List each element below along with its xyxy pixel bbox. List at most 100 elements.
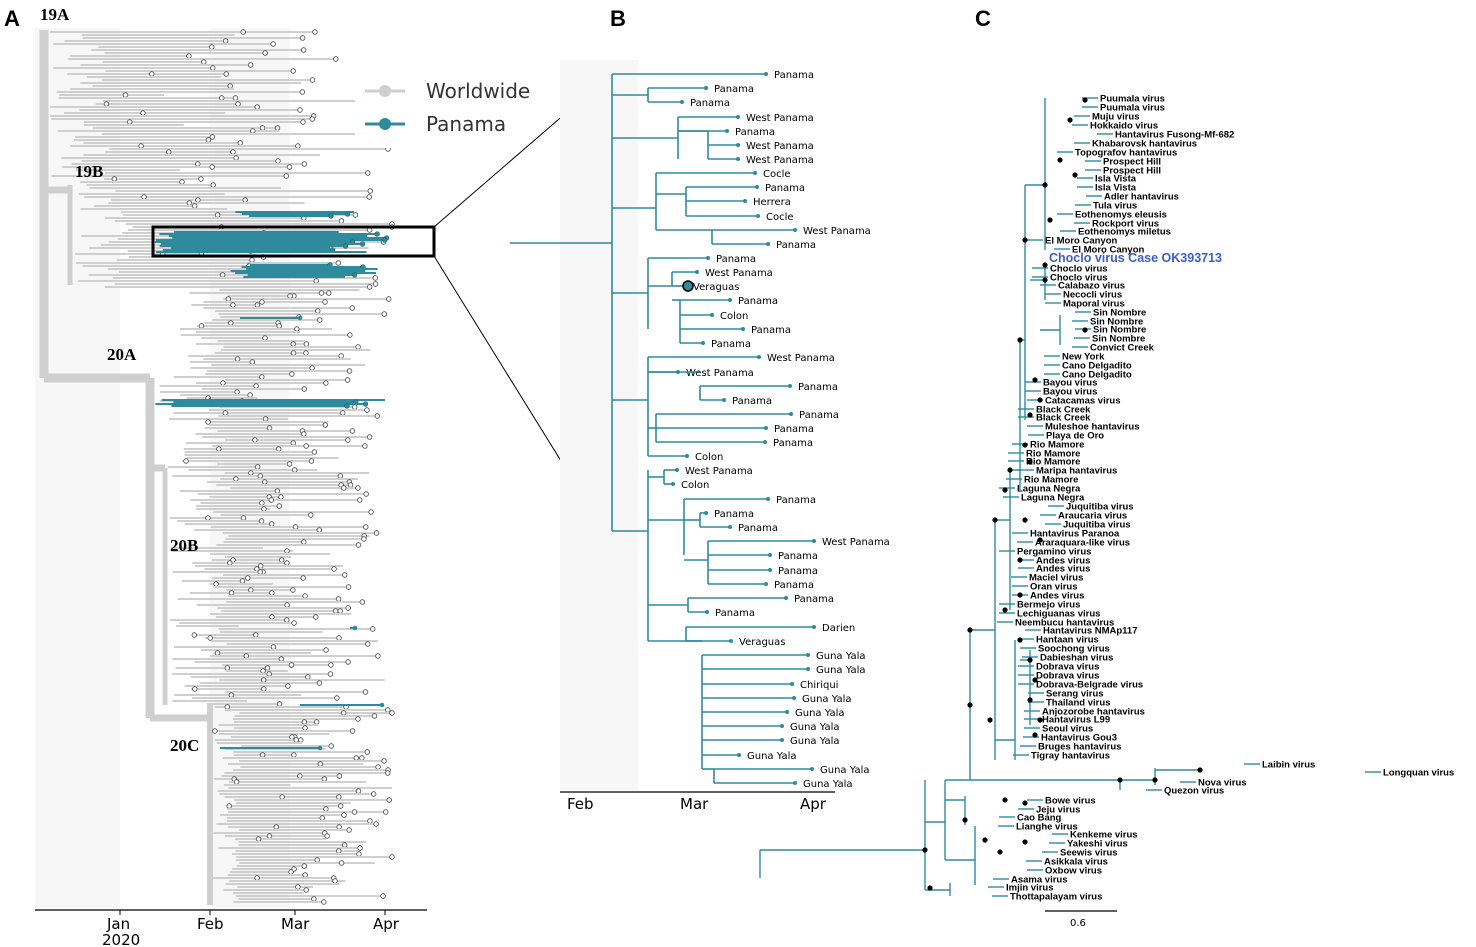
worldwide-tip bbox=[366, 284, 373, 290]
worldwide-tip bbox=[325, 290, 332, 296]
leaf-label: Hantaan virus bbox=[1036, 635, 1099, 646]
legend-marker-panama bbox=[379, 118, 391, 130]
worldwide-tip bbox=[302, 593, 308, 599]
leaf-label: Araucaria virus bbox=[1058, 511, 1127, 522]
tip-marker bbox=[755, 185, 759, 189]
worldwide-tip bbox=[138, 143, 144, 149]
support-node bbox=[1002, 607, 1008, 613]
leaf-label: Bayou virus bbox=[1043, 387, 1097, 398]
leaf-label: Colon bbox=[681, 480, 709, 491]
leaf-label: Dobrava virus bbox=[1036, 662, 1099, 673]
worldwide-tip bbox=[338, 860, 345, 866]
worldwide-tip bbox=[300, 47, 307, 53]
worldwide-tip bbox=[286, 164, 293, 170]
worldwide-tip bbox=[213, 581, 219, 587]
worldwide-tip bbox=[247, 392, 253, 398]
tip-marker bbox=[806, 653, 810, 657]
scale-bar-label: 0.6 bbox=[1070, 918, 1086, 929]
worldwide-tip bbox=[364, 749, 371, 755]
leaf-label: Andes virus bbox=[1030, 591, 1084, 602]
worldwide-tip bbox=[305, 674, 311, 680]
tip-marker bbox=[764, 582, 768, 586]
worldwide-tip bbox=[301, 431, 307, 437]
leaf-label: Rio Mamore bbox=[1026, 449, 1080, 460]
x-tick-label-mar: Mar bbox=[680, 795, 709, 813]
support-node bbox=[1152, 777, 1158, 783]
leaf-label: Muju virus bbox=[1092, 112, 1140, 123]
worldwide-tip bbox=[337, 608, 343, 614]
support-node bbox=[1022, 237, 1028, 243]
worldwide-tip bbox=[212, 728, 218, 734]
worldwide-tip bbox=[259, 125, 266, 131]
worldwide-tip bbox=[359, 599, 366, 605]
leaf-label: Panama bbox=[773, 438, 813, 449]
leaf-label: Soochong virus bbox=[1038, 644, 1110, 655]
worldwide-tip bbox=[323, 806, 329, 812]
clade-label-20a: 20A bbox=[107, 345, 137, 364]
worldwide-tip bbox=[205, 515, 211, 521]
leaf-label: Quezon virus bbox=[1164, 786, 1224, 797]
worldwide-tip bbox=[322, 299, 328, 305]
legend-label-worldwide: Worldwide bbox=[426, 79, 530, 103]
worldwide-tip bbox=[309, 77, 316, 83]
worldwide-tip bbox=[311, 896, 317, 902]
worldwide-tip bbox=[269, 590, 275, 596]
worldwide-tip bbox=[260, 668, 266, 674]
leaf-label: Puumala virus bbox=[1100, 94, 1165, 105]
worldwide-tip bbox=[357, 497, 363, 503]
leaf-label: Rockport virus bbox=[1092, 219, 1159, 230]
worldwide-tip bbox=[335, 596, 342, 602]
worldwide-tip bbox=[345, 437, 351, 443]
panama-lineages bbox=[155, 211, 390, 751]
tip-marker bbox=[785, 710, 789, 714]
leaf-label: Eothenomys eleusis bbox=[1075, 210, 1167, 221]
support-node bbox=[982, 837, 988, 843]
worldwide-tip bbox=[349, 305, 355, 311]
worldwide-tip bbox=[228, 590, 235, 596]
worldwide-tip bbox=[270, 644, 277, 650]
worldwide-tip bbox=[302, 725, 308, 731]
leaf-label: Panama bbox=[776, 240, 816, 251]
worldwide-tip bbox=[290, 68, 296, 74]
worldwide-tip bbox=[234, 356, 241, 362]
leaf-label: Choclo virus bbox=[1050, 264, 1108, 275]
worldwide-tip bbox=[383, 809, 389, 815]
support-node bbox=[1042, 182, 1048, 188]
worldwide-tip bbox=[301, 161, 308, 167]
leaf-label: West Panama bbox=[746, 141, 814, 152]
panama-tip bbox=[345, 211, 351, 217]
worldwide-tip bbox=[309, 116, 315, 122]
tip-marker bbox=[768, 568, 772, 572]
worldwide-tip bbox=[253, 383, 259, 389]
worldwide-tip bbox=[249, 257, 255, 263]
worldwide-tip bbox=[261, 506, 267, 512]
worldwide-tip bbox=[230, 302, 236, 308]
worldwide-tip bbox=[266, 671, 272, 677]
panama-tip bbox=[352, 272, 358, 278]
leaf-label: Laibin virus bbox=[1262, 760, 1315, 771]
worldwide-tip bbox=[297, 107, 303, 113]
leaf-label: Laguna Negra bbox=[1021, 493, 1085, 504]
worldwide-tip bbox=[235, 101, 241, 107]
leaf-label: Guna Yala bbox=[816, 651, 866, 662]
worldwide-tip bbox=[103, 101, 110, 107]
leaf-label: Panama bbox=[751, 325, 791, 336]
worldwide-tip bbox=[111, 176, 118, 182]
worldwide-tip bbox=[259, 299, 265, 305]
worldwide-tip bbox=[274, 488, 281, 494]
worldwide-tip bbox=[287, 293, 293, 299]
worldwide-tip bbox=[314, 857, 320, 863]
leaf-label: Choclo virus bbox=[1050, 273, 1108, 284]
leaf-label: Jeju virus bbox=[1036, 805, 1080, 816]
worldwide-tip bbox=[365, 170, 371, 176]
worldwide-tip bbox=[351, 809, 358, 815]
worldwide-tip bbox=[210, 182, 216, 188]
worldwide-tip bbox=[289, 734, 295, 740]
tip-marker bbox=[736, 157, 740, 161]
leaf-label: Cano Delgadito bbox=[1062, 361, 1132, 372]
worldwide-tip bbox=[365, 641, 371, 647]
leaf-label: Guna Yala bbox=[790, 736, 840, 747]
worldwide-tip bbox=[381, 311, 388, 317]
tip-marker bbox=[812, 539, 816, 543]
